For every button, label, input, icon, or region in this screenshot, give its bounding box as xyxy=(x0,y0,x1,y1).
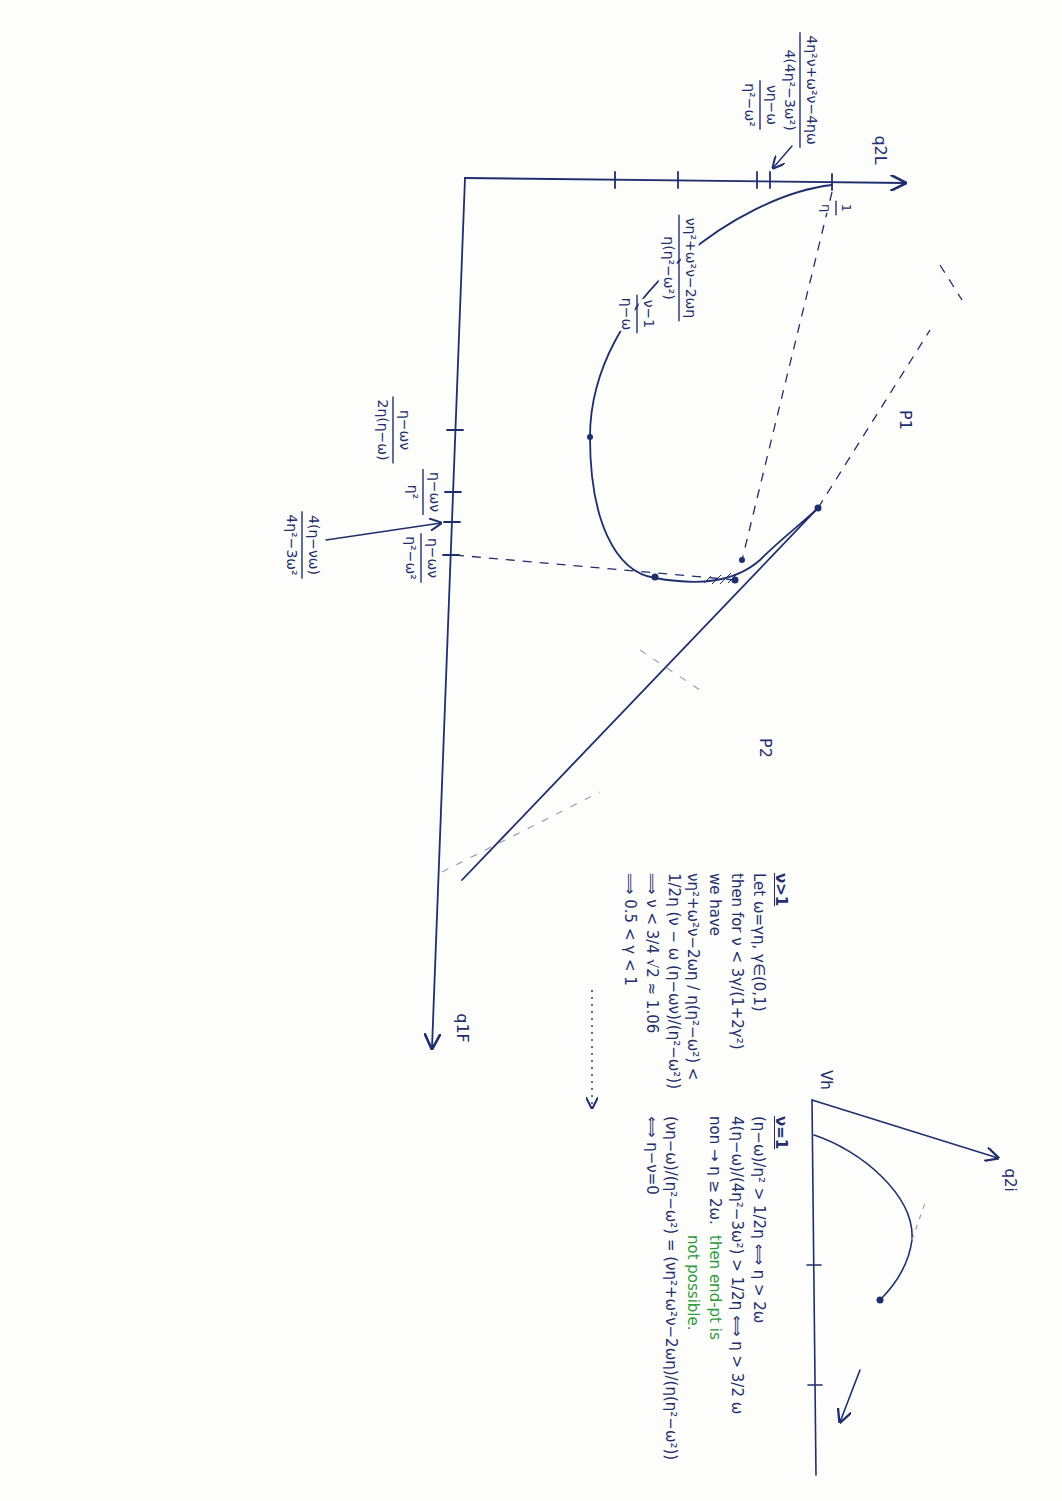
axis-tick xyxy=(808,1384,822,1386)
fraction-numerator: νη²+ω²ν−2ωη xyxy=(681,217,699,319)
green-note: not possible. xyxy=(683,1234,702,1332)
dashed-line xyxy=(940,265,962,300)
fraction-numerator: η−ων xyxy=(395,409,413,451)
curve-dot xyxy=(732,577,739,584)
note-text: then for ν < 3γ/(1+2γ²) xyxy=(727,872,746,1051)
curve-dot xyxy=(815,505,822,512)
hatch xyxy=(704,576,711,583)
axis-tick xyxy=(447,429,463,431)
note-text: (νη−ω)/(η²−ω²) = (νη²+ω²ν−2ωη)/(η(η²−ω²)… xyxy=(643,1115,681,1467)
small-axis xyxy=(812,1100,816,1475)
fraction-numerator: 4η²ν+ω²ν−4ηω xyxy=(802,34,820,145)
dashed-line xyxy=(455,555,735,580)
fraction-denominator: η−ω xyxy=(617,297,635,331)
hatch xyxy=(728,573,738,583)
axis-tick xyxy=(445,491,461,493)
axis-label: q1F xyxy=(452,1012,472,1044)
fraction-numerator: η−ων xyxy=(423,537,441,579)
fraction-denominator: 4η²−3ω² xyxy=(282,513,300,576)
curve-label: P2 xyxy=(755,737,775,759)
note-text: ⟹ ν < 3/4 √2 ≈ 1.06 xyxy=(642,872,661,1034)
fraction-bar xyxy=(678,215,679,321)
fraction-numerator: η−ων xyxy=(425,471,443,513)
curve-dot xyxy=(739,557,745,563)
axis-tick xyxy=(756,172,758,188)
fraction-numerator: 4(η−νω) xyxy=(304,514,322,576)
fraction-numerator: ν−1 xyxy=(639,299,657,329)
axis-tick xyxy=(444,521,460,523)
fraction-denominator: 2η(η−ω) xyxy=(373,398,391,461)
curve-dot xyxy=(587,434,593,440)
dotted-arrow xyxy=(591,990,592,1108)
loop-curve xyxy=(590,185,832,582)
fraction-denominator: η(η²−ω²) xyxy=(659,235,677,300)
fraction-bar xyxy=(835,201,836,215)
note-text: νη²+ω²ν−2ωη / η(η²−ω²) < 1/2η (ν − ω (η−… xyxy=(665,872,703,1102)
dashed-line xyxy=(742,192,832,560)
axis-tick xyxy=(614,172,616,188)
axis-tick xyxy=(769,172,771,188)
axis-tick xyxy=(677,172,679,188)
fraction-bar xyxy=(422,469,423,515)
small-curve xyxy=(814,1135,912,1300)
fraction-bar xyxy=(759,80,760,130)
note-text: 4(η−ω)/(4η²−3ω²) > 1/2η ⟺ η > 3/2 ω xyxy=(727,1115,746,1415)
fraction-bar xyxy=(392,396,393,463)
fraction-numerator: 1 xyxy=(838,203,854,213)
fraction-denominator: η²−ω² xyxy=(740,82,758,128)
fraction-denominator: η²−ω² xyxy=(401,535,419,581)
faint-dashed-line xyxy=(442,792,600,872)
small-arrow xyxy=(840,1370,860,1422)
fraction-bar xyxy=(799,32,800,147)
note-heading: ν=1 xyxy=(771,1115,790,1150)
small-axis xyxy=(812,1100,998,1158)
note-text: we have xyxy=(705,872,724,937)
axis-label: Vh xyxy=(817,1069,836,1091)
fraction-bar xyxy=(636,295,637,333)
note-text: (η−ω)/η² > 1/2η ⟺ η > 2ω xyxy=(749,1115,768,1324)
axis-label: q2L xyxy=(870,134,890,165)
hatch xyxy=(712,575,721,584)
note-text: Let ω=γη, γ∈(0,1) xyxy=(749,872,768,1013)
dashed-line xyxy=(818,330,930,508)
green-note: then end-pt is xyxy=(705,1234,724,1341)
note-heading: ν>1 xyxy=(771,872,790,907)
axis-tick xyxy=(831,174,833,190)
fraction-bar xyxy=(301,511,302,578)
curve-dot xyxy=(877,1297,884,1304)
faint-dashed-line xyxy=(640,650,700,690)
tangent-line xyxy=(462,508,818,880)
q2l-axis xyxy=(465,178,905,183)
fraction-bar xyxy=(420,533,421,583)
note-text: non → η ≥ 2ω. xyxy=(705,1115,724,1226)
fraction-denominator: η² xyxy=(403,484,421,501)
fraction-denominator: η xyxy=(817,203,833,213)
axis-tick xyxy=(807,1264,821,1266)
fraction-denominator: 4(4η²−3ω²) xyxy=(780,48,798,131)
fraction-numerator: νη−ω xyxy=(762,84,780,126)
note-text: ⟹ 0.5 < γ < 1 xyxy=(620,872,639,987)
curve-dot xyxy=(652,574,659,581)
q1f-axis xyxy=(432,178,465,1048)
axis-label: q2i xyxy=(1001,1167,1020,1192)
faint-dashed-line xyxy=(912,1200,926,1240)
curve-label: P1 xyxy=(895,409,915,431)
pointer-arrow xyxy=(773,146,792,168)
